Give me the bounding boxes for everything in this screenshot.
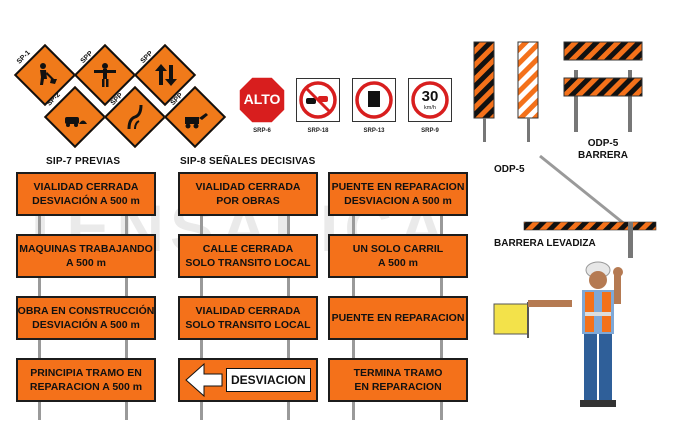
sign-line: REPARACION A 500 m [29, 381, 143, 393]
sip8-sign: VIALIDAD CERRADA POR OBRAS [178, 172, 318, 216]
sip8-sign: TERMINA TRAMO EN REPARACION [328, 358, 468, 402]
no-passing-icon [299, 81, 337, 119]
sip7-sign: PRINCIPIA TRAMO EN REPARACION A 500 m [16, 358, 156, 402]
sign-code: SRP-9 [421, 128, 439, 134]
speed-unit: km/h [424, 105, 436, 111]
worker-digging-icon [40, 63, 57, 85]
sign-line: VIALIDAD CERRADA [195, 304, 301, 317]
sign-line: PUENTE EN REPARACION [331, 311, 465, 324]
sip8-sign: VIALIDAD CERRADA SOLO TRANSITO LOCAL [178, 296, 318, 340]
stop-sign: ALTO [238, 76, 286, 124]
channelizer-panels [473, 41, 539, 142]
arrow-left-icon [185, 362, 223, 398]
sign-line: SOLO TRANSITO LOCAL [185, 257, 311, 269]
barrera-label: ODP-5 BARRERA [578, 138, 628, 162]
sign-code: SRP-18 [307, 128, 329, 134]
sip7-sign: VIALIDAD CERRADA DESVIACIÓN A 500 m [16, 172, 156, 216]
sign-code: SRP-6 [253, 128, 271, 134]
speed-value: 30 [421, 88, 439, 105]
flagger-icon [94, 63, 116, 87]
sign-line: UN SOLO CARRIL [352, 242, 444, 255]
warning-sign-bump: SP-2 [43, 85, 107, 149]
construction-machine-icon [185, 113, 208, 129]
sip8-sign: PUENTE EN REPARACION DESVIACION A 500 m [328, 172, 468, 216]
sip7-sign: OBRA EN CONSTRUCCIÓN DESVIACIÓN A 500 m [16, 296, 156, 340]
sign-line: POR OBRAS [216, 195, 280, 207]
barricade [563, 41, 643, 132]
sign-line: PRINCIPIA TRAMO EN [30, 366, 142, 379]
sign-code: SRP-13 [363, 128, 385, 134]
barrera-line: BARRERA [578, 150, 628, 161]
sign-line: DESVIACIÓN A 500 m [32, 195, 140, 207]
warning-sign-worker: SP-1 [13, 43, 77, 107]
warning-sign-two-way: SPP [133, 43, 197, 107]
lift-barrier [523, 154, 657, 258]
bump-icon [65, 117, 87, 127]
sign-line: PUENTE EN REPARACION [331, 180, 465, 193]
warning-sign-flagger: SPP [73, 43, 137, 107]
sign-line: TERMINA TRAMO [353, 366, 443, 379]
sign-line: MAQUINAS TRABAJANDO [19, 242, 153, 255]
detour-label: DESVIACION [226, 367, 311, 393]
sign-line: EN REPARACION [354, 381, 442, 393]
sign-line: SOLO TRANSITO LOCAL [185, 319, 311, 331]
two-way-traffic-icon [155, 64, 177, 86]
sign-line: A 500 m [378, 257, 418, 269]
no-trucks-sign [352, 78, 396, 122]
sip7-sign: MAQUINAS TRABAJANDO A 500 m [16, 234, 156, 278]
no-passing-sign [296, 78, 340, 122]
flagger-worker-figure [493, 261, 623, 407]
levadiza-label: BARRERA LEVADIZA [494, 238, 596, 249]
heading-sip8: SIP-8 SEÑALES DECISIVAS [180, 156, 316, 167]
odp5-label: ODP-5 [494, 164, 525, 175]
sign-line: DESVIACIÓN A 500 m [32, 319, 140, 331]
sip8-sign: CALLE CERRADA SOLO TRANSITO LOCAL [178, 234, 318, 278]
sign-line: VIALIDAD CERRADA [195, 180, 301, 193]
no-trucks-icon [355, 81, 393, 119]
sign-line: CALLE CERRADA [202, 242, 294, 255]
sign-line: VIALIDAD CERRADA [33, 180, 139, 193]
warning-sign-curve: SPP [103, 85, 167, 149]
sip8-sign: PUENTE EN REPARACION [328, 296, 468, 340]
sign-line: OBRA EN CONSTRUCCIÓN [17, 304, 155, 317]
sip8-sign: UN SOLO CARRIL A 500 m [328, 234, 468, 278]
sign-line: A 500 m [66, 257, 106, 269]
warning-sign-machine: SPP [163, 85, 227, 149]
curve-road-icon [127, 104, 143, 130]
stop-sign-text: ALTO [243, 91, 281, 107]
detour-sign: DESVIACION [178, 358, 318, 402]
speed-limit-sign: 30 km/h [408, 78, 452, 122]
barrera-line: ODP-5 [587, 138, 619, 149]
sign-line: DESVIACION A 500 m [344, 195, 452, 207]
heading-sip7: SIP-7 PREVIAS [46, 156, 121, 167]
